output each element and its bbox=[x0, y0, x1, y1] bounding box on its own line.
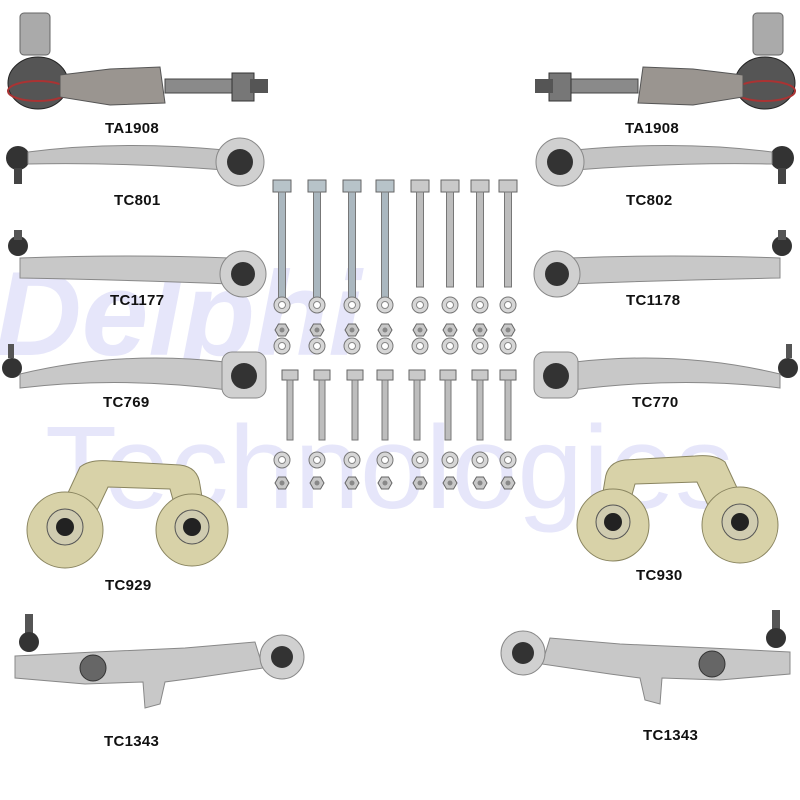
bolt-icon bbox=[313, 369, 331, 381]
bolt-icon bbox=[408, 369, 426, 381]
bolt-shank-icon bbox=[381, 379, 389, 441]
bolt-shank-icon bbox=[286, 379, 294, 441]
nut-hole-icon bbox=[314, 327, 320, 333]
part-label-tc1178: TC1178 bbox=[626, 292, 681, 309]
washer-hole-icon bbox=[476, 456, 484, 464]
washer-hole-icon bbox=[416, 342, 424, 350]
nut-hole-icon bbox=[447, 480, 453, 486]
washer-hole-icon bbox=[416, 456, 424, 464]
bolt-icon bbox=[498, 179, 518, 288]
bolt-icon bbox=[272, 179, 292, 313]
washer-hole-icon bbox=[348, 456, 356, 464]
nut-hole-icon bbox=[505, 480, 511, 486]
stabilizer-link-icon bbox=[576, 455, 779, 564]
lower-wishbone-icon bbox=[14, 614, 305, 709]
bolt-icon bbox=[281, 369, 299, 381]
nut-hole-icon bbox=[382, 480, 388, 486]
washer-hole-icon bbox=[446, 456, 454, 464]
control-arm-icon bbox=[533, 344, 798, 399]
nut-hole-icon bbox=[505, 327, 511, 333]
bolt-icon bbox=[499, 369, 517, 381]
part-label-tc801: TC801 bbox=[114, 192, 161, 209]
nut-hole-icon bbox=[279, 480, 285, 486]
bolt-icon bbox=[440, 179, 460, 288]
nut-hole-icon bbox=[349, 327, 355, 333]
bolt-shank-icon bbox=[413, 379, 421, 441]
bolt-icon bbox=[410, 179, 430, 288]
washer-hole-icon bbox=[476, 342, 484, 350]
nut-hole-icon bbox=[477, 480, 483, 486]
washer-hole-icon bbox=[504, 342, 512, 350]
control-arm-icon bbox=[533, 230, 792, 298]
nut-hole-icon bbox=[417, 327, 423, 333]
washer-hole-icon bbox=[476, 301, 484, 309]
part-label-tc1177: TC1177 bbox=[110, 292, 165, 309]
nut-hole-icon bbox=[349, 480, 355, 486]
washer-hole-icon bbox=[348, 342, 356, 350]
washer-hole-icon bbox=[446, 342, 454, 350]
bolt-shank-icon bbox=[318, 379, 326, 441]
part-label-tc770: TC770 bbox=[632, 394, 679, 411]
washer-hole-icon bbox=[504, 301, 512, 309]
bolt-icon bbox=[307, 179, 327, 313]
control-arm-icon bbox=[6, 137, 265, 187]
part-label-tc1343-right: TC1343 bbox=[643, 727, 699, 744]
washer-hole-icon bbox=[381, 342, 389, 350]
part-label-tc802: TC802 bbox=[626, 192, 673, 209]
part-label-ta1908-right: TA1908 bbox=[625, 120, 680, 137]
washer-hole-icon bbox=[313, 456, 321, 464]
part-label-tc1343-left: TC1343 bbox=[104, 733, 160, 750]
washer-hole-icon bbox=[278, 342, 286, 350]
part-label-ta1908-left: TA1908 bbox=[105, 120, 160, 137]
bolt-icon bbox=[470, 179, 490, 288]
bolt-icon bbox=[471, 369, 489, 381]
bolt-shank-icon bbox=[476, 379, 484, 441]
part-label-tc930: TC930 bbox=[636, 567, 683, 584]
bolt-icon bbox=[439, 369, 457, 381]
washer-hole-icon bbox=[278, 456, 286, 464]
hardware-kit-bolts-nuts bbox=[272, 179, 518, 490]
stabilizer-link-icon bbox=[26, 460, 229, 569]
tie-rod-end-icon bbox=[535, 12, 796, 110]
washer-hole-icon bbox=[504, 456, 512, 464]
nut-hole-icon bbox=[447, 327, 453, 333]
washer-hole-icon bbox=[381, 301, 389, 309]
washer-hole-icon bbox=[348, 301, 356, 309]
bolt-icon bbox=[376, 369, 394, 381]
control-arm-icon bbox=[8, 230, 267, 298]
bolt-icon bbox=[342, 179, 362, 313]
nut-hole-icon bbox=[382, 327, 388, 333]
bolt-icon bbox=[346, 369, 364, 381]
bolt-shank-icon bbox=[444, 379, 452, 441]
lower-wishbone-icon bbox=[500, 610, 791, 705]
bolt-icon bbox=[375, 179, 395, 313]
bolt-shank-icon bbox=[504, 379, 512, 441]
washer-hole-icon bbox=[446, 301, 454, 309]
washer-hole-icon bbox=[381, 456, 389, 464]
tie-rod-end-icon bbox=[7, 12, 268, 110]
washer-hole-icon bbox=[278, 301, 286, 309]
nut-hole-icon bbox=[314, 480, 320, 486]
washer-hole-icon bbox=[313, 342, 321, 350]
washer-hole-icon bbox=[416, 301, 424, 309]
control-arm-icon bbox=[535, 137, 794, 187]
control-arm-icon bbox=[2, 344, 267, 399]
part-label-tc929: TC929 bbox=[105, 577, 152, 594]
bolt-shank-icon bbox=[351, 379, 359, 441]
nut-hole-icon bbox=[417, 480, 423, 486]
nut-hole-icon bbox=[477, 327, 483, 333]
nut-hole-icon bbox=[279, 327, 285, 333]
washer-hole-icon bbox=[313, 301, 321, 309]
part-label-tc769: TC769 bbox=[103, 394, 150, 411]
